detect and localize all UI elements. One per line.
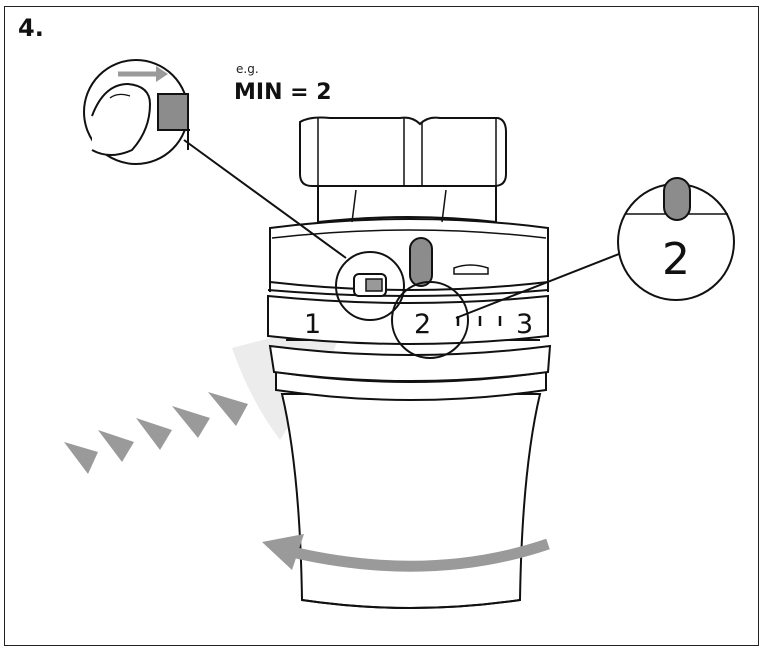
valve-rings — [268, 339, 552, 401]
scale-mark-2: 2 — [414, 309, 431, 340]
instruction-frame — [4, 6, 759, 646]
valve-neck — [317, 186, 497, 224]
leader-line-lock — [183, 139, 347, 259]
finger-icon — [91, 82, 152, 156]
scale-ring — [267, 294, 549, 345]
direction-chevrons-icon — [64, 392, 248, 474]
rotate-arrow-icon — [262, 534, 550, 572]
latch-tab — [453, 264, 489, 275]
leader-line-scale — [455, 251, 625, 319]
scale-mark-3: 3 — [516, 309, 533, 340]
valve-grip-body — [280, 393, 542, 609]
callout-number: 2 — [662, 234, 690, 285]
hex-nut — [299, 116, 507, 187]
min-slot-marker — [409, 237, 433, 287]
lock-button-closeup — [157, 93, 189, 131]
scale-value-callout: 2 — [617, 177, 735, 301]
min-lock-button — [335, 251, 405, 321]
scale-mark-1: 1 — [304, 309, 321, 340]
finger-push-callout — [83, 59, 190, 165]
step-number: 4. — [18, 14, 44, 42]
scale-highlight-circle — [391, 281, 469, 359]
min-setting-label: MIN = 2 — [234, 80, 332, 105]
example-prefix: e.g. — [236, 62, 259, 76]
